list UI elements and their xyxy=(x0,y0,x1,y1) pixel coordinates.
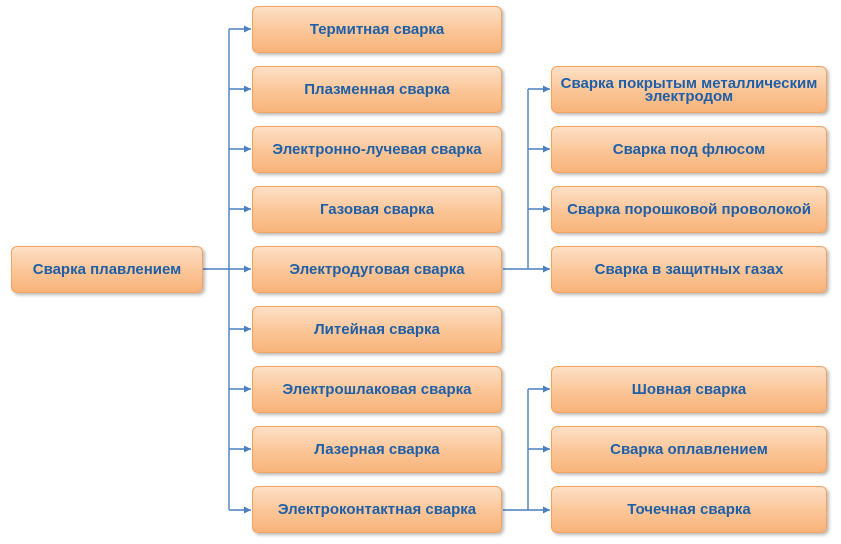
method-label: Электроконтактная сварка xyxy=(277,501,477,518)
method-label: Плазменная сварка xyxy=(304,81,450,98)
method-node-arc: Электродуговая сварка xyxy=(252,246,502,293)
subtype-label: Сварка покрытым металлическим электродом xyxy=(560,74,818,105)
subtype-label: Шовная сварка xyxy=(631,381,747,398)
arc-subtype-flux-cored: Сварка порошковой проволокой xyxy=(551,186,827,233)
method-label: Термитная сварка xyxy=(309,21,445,38)
subtype-label: Точечная сварка xyxy=(627,501,751,518)
subtype-label: Сварка в защитных газах xyxy=(594,261,784,278)
method-node-contact: Электроконтактная сварка xyxy=(252,486,502,533)
method-label: Газовая сварка xyxy=(319,201,435,218)
method-label: Лазерная сварка xyxy=(314,441,440,458)
method-node-electron-beam: Электронно-лучевая сварка xyxy=(252,126,502,173)
method-label: Электродуговая сварка xyxy=(289,261,465,278)
contact-subtype-seam: Шовная сварка xyxy=(551,366,827,413)
method-node-electroslag: Электрошлаковая сварка xyxy=(252,366,502,413)
arc-subtype-shielding-gas: Сварка в защитных газах xyxy=(551,246,827,293)
method-node-casting: Литейная сварка xyxy=(252,306,502,353)
root-label: Сварка плавлением xyxy=(32,261,182,278)
method-label: Литейная сварка xyxy=(314,321,440,338)
method-node-thermite: Термитная сварка xyxy=(252,6,502,53)
method-node-gas: Газовая сварка xyxy=(252,186,502,233)
method-node-plasma: Плазменная сварка xyxy=(252,66,502,113)
method-label: Электрошлаковая сварка xyxy=(282,381,472,398)
subtype-label: Сварка порошковой проволокой xyxy=(567,201,811,218)
method-label: Электронно-лучевая сварка xyxy=(272,141,482,158)
subtype-label: Сварка оплавлением xyxy=(610,441,768,458)
arc-subtype-coated-electrode: Сварка покрытым металлическим электродом xyxy=(551,66,827,113)
contact-subtype-flash: Сварка оплавлением xyxy=(551,426,827,473)
subtype-label: Сварка под флюсом xyxy=(612,141,766,158)
method-node-laser: Лазерная сварка xyxy=(252,426,502,473)
contact-subtype-spot: Точечная сварка xyxy=(551,486,827,533)
root-node: Сварка плавлением xyxy=(11,246,203,293)
arc-subtype-submerged: Сварка под флюсом xyxy=(551,126,827,173)
